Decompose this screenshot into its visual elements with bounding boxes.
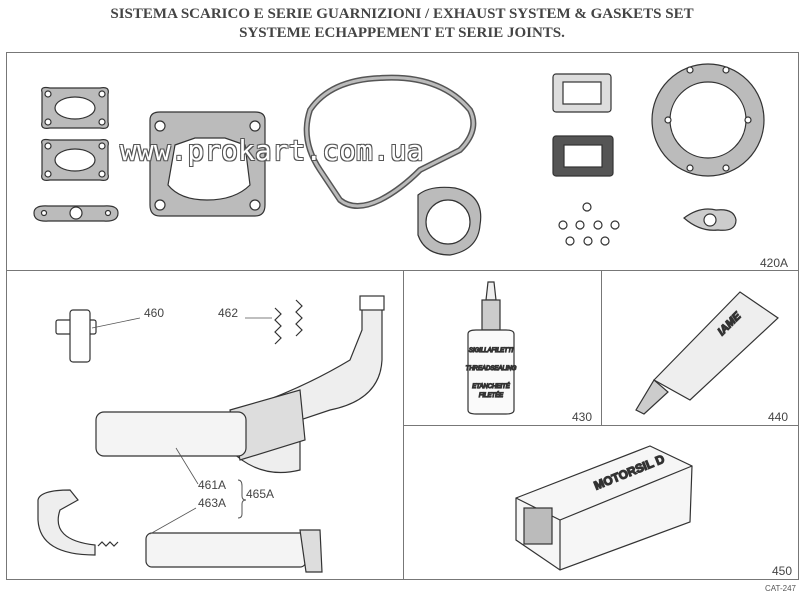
part-460-fitting xyxy=(55,309,141,363)
label-420a: 420A xyxy=(760,256,789,270)
oval-gasket xyxy=(33,205,119,222)
carb-gasket xyxy=(683,208,737,231)
watermark: www.prokart.com.ua xyxy=(120,134,424,167)
exhaust-flange-gasket-bottom xyxy=(41,138,109,181)
o-rings xyxy=(558,202,620,246)
part-463a-silencer-kit xyxy=(37,489,323,573)
label-465a: 465A xyxy=(246,487,275,501)
label-462: 462 xyxy=(218,306,239,320)
catalog-code: CAT-247 xyxy=(765,584,796,593)
title-line-1: SISTEMA SCARICO E SERIE GUARNIZIONI / EX… xyxy=(110,6,694,22)
reed-gasket-light xyxy=(552,73,612,113)
box-panel xyxy=(403,425,799,580)
cylinder-base-gasket xyxy=(149,111,266,217)
part-462-springs xyxy=(245,299,303,345)
motorsil-box: MOTORSIL D xyxy=(515,445,693,571)
label-461a: 461A xyxy=(198,478,227,492)
exhaust-flange-gasket-top xyxy=(41,86,109,129)
bottle-label-line-4: FILETÉE xyxy=(479,392,504,399)
title-line-2: SYSTEME ECHAPPEMENT ET SERIE JOINTS. xyxy=(239,25,565,41)
thread-sealant-bottle: SIGILLAFILETTI THREADSEALING ETANCHEITÉ … xyxy=(465,281,517,415)
bottle-label-line-1: SIGILLAFILETTI xyxy=(469,348,514,354)
head-gasket xyxy=(651,63,765,177)
part-461a-silencer xyxy=(95,411,247,485)
clutch-cover-gasket xyxy=(417,186,482,256)
label-440: 440 xyxy=(768,410,789,424)
label-450: 450 xyxy=(772,564,793,578)
bottle-label-line-3: ETANCHEITÉ xyxy=(472,383,511,390)
sealant-tube: IAME xyxy=(635,291,779,415)
bottle-label-line-2: THREADSEALING xyxy=(466,366,517,372)
label-463a: 463A xyxy=(198,496,227,510)
label-430: 430 xyxy=(572,410,593,424)
reed-gasket-dark xyxy=(552,135,614,177)
exhaust-header-pipe xyxy=(229,295,385,474)
label-460: 460 xyxy=(144,306,165,320)
crankcase-gasket xyxy=(303,74,477,209)
